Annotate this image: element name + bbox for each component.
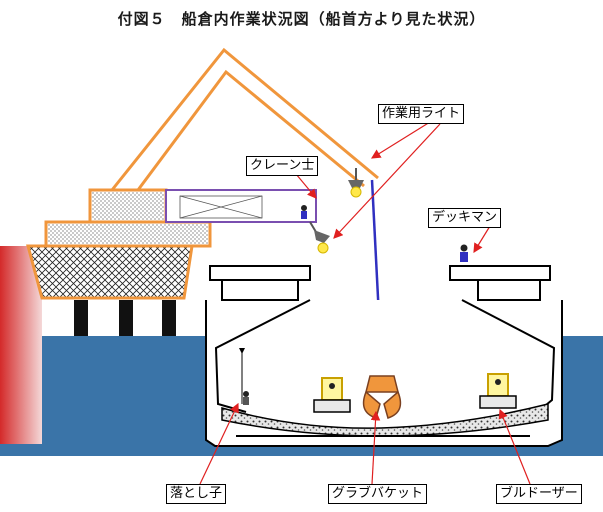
wharf-piles — [74, 300, 176, 336]
ship-hull — [205, 299, 563, 447]
crane-boom — [110, 47, 379, 191]
deckman-figure — [460, 244, 468, 262]
label-sinker: 落とし子 — [166, 484, 227, 504]
hatch-coaming-left — [209, 265, 311, 301]
bulldozer-left — [313, 377, 351, 413]
diagram-title: 付図５ 船倉内作業状況図（船首方より見た状況） — [117, 10, 486, 28]
work-light-lower — [309, 221, 330, 254]
hatch-coaming-right — [449, 265, 551, 301]
label-grab-bucket: グラブバケット — [328, 484, 428, 504]
label-crane-operator: クレーン士 — [246, 156, 319, 176]
crane-base — [26, 244, 194, 300]
bulldozer-right — [479, 373, 517, 409]
wharf-deck — [42, 298, 192, 306]
annotation-arrows — [199, 121, 531, 485]
crane-tier-upper — [88, 188, 168, 224]
crane-tier-lower — [44, 220, 212, 248]
label-deckman: デッキマン — [428, 208, 502, 228]
label-bulldozer: ブルドーザー — [496, 484, 582, 504]
wharf-wall — [0, 246, 42, 444]
label-work-light: 作業用ライト — [378, 104, 465, 124]
crane-operator-figure — [301, 205, 307, 219]
sinker-figure — [239, 348, 249, 405]
operator-cab — [165, 189, 317, 223]
work-light-upper — [348, 168, 364, 198]
